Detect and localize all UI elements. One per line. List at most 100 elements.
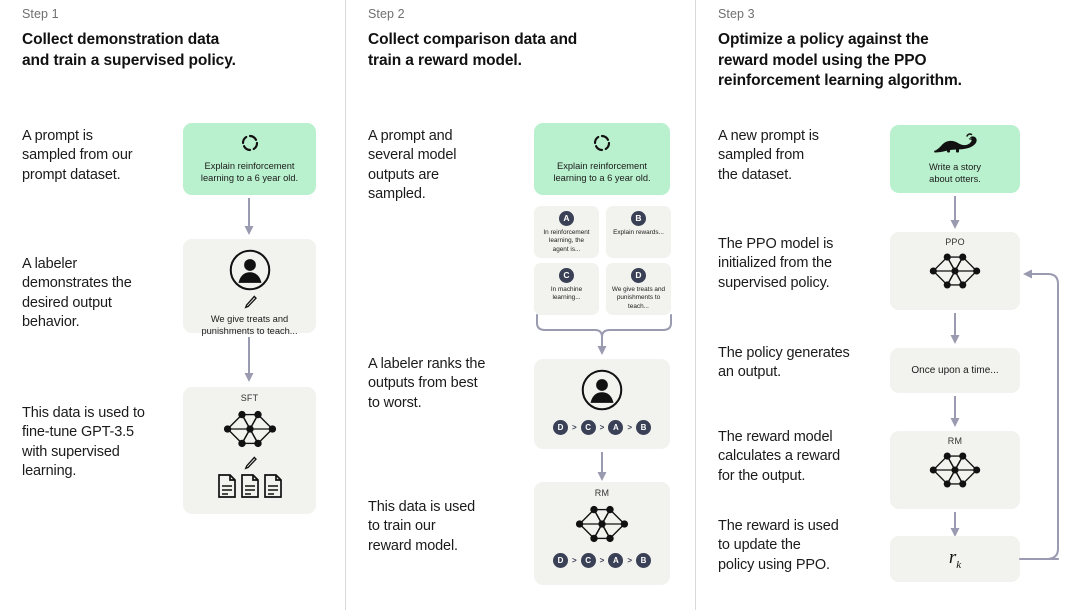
- output-card-c[interactable]: C In machine learning...: [534, 263, 599, 315]
- rank-gt-icon: >: [627, 556, 632, 565]
- step-1-arrow-1: [243, 198, 255, 236]
- rank-badge-3: A: [608, 420, 624, 435]
- rank-gt-icon: >: [627, 423, 632, 432]
- rm-label: RM: [594, 488, 610, 498]
- reward-symbol: rk: [949, 547, 961, 571]
- step-3-rm-card[interactable]: RM: [890, 431, 1020, 509]
- step-2-arrow-rm: [596, 452, 608, 482]
- step-3-paragraph-1: A new prompt is sampled from the dataset…: [718, 128, 819, 183]
- step-2-prompt-card[interactable]: Explain reinforcement learning to a 6 ye…: [534, 123, 670, 195]
- step-3-arrow-1: [949, 196, 961, 230]
- step-2-label: Step 2: [368, 7, 405, 21]
- document-icon: [240, 474, 259, 498]
- person-circle-icon: [534, 359, 670, 412]
- step-2-paragraph-1: A prompt and several model outputs are s…: [368, 128, 457, 203]
- step-2-column: Step 2 Collect comparison data and train…: [368, 0, 686, 610]
- neural-net-icon: [890, 446, 1020, 494]
- rm-label: RM: [947, 436, 963, 446]
- step-1-labeler-caption: We give treats and punishments to teach.…: [201, 314, 298, 337]
- pencil-icon: [183, 294, 316, 310]
- neural-net-icon: [183, 404, 316, 454]
- column-divider-2: [695, 0, 696, 610]
- step-2-prompt-caption: Explain reinforcement learning to a 6 ye…: [553, 161, 651, 184]
- output-badge-b: B: [631, 211, 646, 226]
- step-3-prompt-card[interactable]: Write a story about otters.: [890, 125, 1020, 193]
- person-circle-icon: [183, 239, 316, 292]
- output-text-d: We give treats and punishments to teach.…: [611, 286, 666, 310]
- step-1-paragraph-2: A labeler demonstrates the desired outpu…: [22, 256, 132, 331]
- step-2-merge-bracket: [534, 313, 674, 357]
- rank-gt-icon: >: [599, 556, 605, 565]
- output-card-b[interactable]: B Explain rewards...: [606, 206, 671, 258]
- step-3-paragraph-3: The policy generates an output.: [718, 345, 850, 381]
- neural-net-icon: [534, 499, 670, 549]
- step-1-sft-card[interactable]: SFT: [183, 387, 316, 514]
- step-1-prompt-card[interactable]: Explain reinforcement learning to a 6 ye…: [183, 123, 316, 195]
- rank-badge-2: C: [580, 420, 596, 435]
- step-2-ranking-row: D > C > A > B: [534, 420, 670, 435]
- step-1-title-line1: Collect demonstration data: [22, 31, 220, 48]
- step-2-paragraph-2: A labeler ranks the outputs from best to…: [368, 356, 486, 411]
- document-icon: [217, 474, 236, 498]
- step-3-arrow-2: [949, 313, 961, 345]
- step-3-output-text: Once upon a time...: [911, 365, 999, 376]
- step-1-label: Step 1: [22, 7, 59, 21]
- step-3-title-line1: Optimize a policy against the: [718, 31, 929, 48]
- pencil-icon: [183, 455, 316, 471]
- step-1-paragraph-3: This data is used to fine-tune GPT-3.5 w…: [22, 405, 145, 480]
- step-2-title-line2: train a reward model.: [368, 51, 522, 69]
- step-1-paragraph-1: A prompt is sampled from our prompt data…: [22, 128, 133, 183]
- step-1-title-line2: and train a supervised policy.: [22, 51, 236, 69]
- step-3-label: Step 3: [718, 7, 755, 21]
- reward-symbol-subscript: k: [956, 558, 962, 571]
- step-3-column: Step 3 Optimize a policy against the rew…: [718, 0, 1058, 610]
- step-3-arrow-4: [949, 512, 961, 538]
- output-badge-c: C: [559, 268, 574, 283]
- step-1-title: Collect demonstration data and train a s…: [22, 30, 332, 71]
- step-1-column: Step 1 Collect demonstration data and tr…: [22, 0, 332, 610]
- output-badge-a: A: [559, 211, 574, 226]
- step-3-ppo-card[interactable]: PPO: [890, 232, 1020, 310]
- reward-symbol-base: r: [948, 547, 957, 569]
- step-1-arrow-2: [243, 337, 255, 383]
- step-3-title-line3: reinforcement learning algorithm.: [718, 72, 962, 90]
- step-3-prompt-caption: Write a story about otters.: [928, 162, 981, 185]
- rank-badge-1: D: [552, 420, 568, 435]
- rank-badge-2: C: [580, 553, 596, 568]
- neural-net-icon: [890, 247, 1020, 295]
- step-3-feedback-loop: [1018, 262, 1066, 564]
- step-2-rm-ranking-row: D > C > A > B: [534, 553, 670, 568]
- step-3-title: Optimize a policy against the reward mod…: [718, 30, 1058, 92]
- step-3-arrow-3: [949, 396, 961, 428]
- step-3-reward-card[interactable]: rk: [890, 536, 1020, 582]
- step-2-ranking-card[interactable]: D > C > A > B: [534, 359, 670, 449]
- step-3-title-line2: reward model using the PPO: [718, 51, 927, 69]
- rank-badge-4: B: [636, 420, 651, 435]
- step-3-paragraph-4: The reward model calculates a reward for…: [718, 429, 841, 484]
- step-2-paragraph-3: This data is used to train our reward mo…: [368, 499, 476, 554]
- step-2-title-line1: Collect comparison data and: [368, 31, 578, 48]
- document-icon: [263, 474, 282, 498]
- step-3-output-card[interactable]: Once upon a time...: [890, 348, 1020, 393]
- refresh-dashed-icon: [534, 123, 670, 153]
- ppo-label: PPO: [945, 237, 965, 247]
- step-2-title: Collect comparison data and train a rewa…: [368, 30, 686, 71]
- step-1-prompt-caption: Explain reinforcement learning to a 6 ye…: [200, 161, 299, 184]
- output-text-a: In reinforcement learning, the agent is.…: [543, 229, 590, 253]
- step-2-rm-card[interactable]: RM: [534, 482, 670, 585]
- rank-gt-icon: >: [599, 423, 605, 432]
- output-card-d[interactable]: D We give treats and punishments to teac…: [606, 263, 671, 315]
- rank-gt-icon: >: [571, 423, 577, 432]
- sft-label: SFT: [240, 393, 259, 403]
- rank-badge-3: A: [608, 553, 624, 568]
- step-1-labeler-card[interactable]: We give treats and punishments to teach.…: [183, 239, 316, 336]
- otter-icon: [890, 125, 1020, 155]
- rank-gt-icon: >: [571, 556, 577, 565]
- rank-badge-1: D: [552, 553, 568, 568]
- step-3-paragraph-2: The PPO model is initialized from the su…: [718, 236, 834, 291]
- rank-badge-4: B: [636, 553, 651, 568]
- output-card-a[interactable]: A In reinforcement learning, the agent i…: [534, 206, 599, 258]
- output-text-c: In machine learning...: [550, 286, 583, 302]
- output-text-b: Explain rewards...: [613, 229, 664, 236]
